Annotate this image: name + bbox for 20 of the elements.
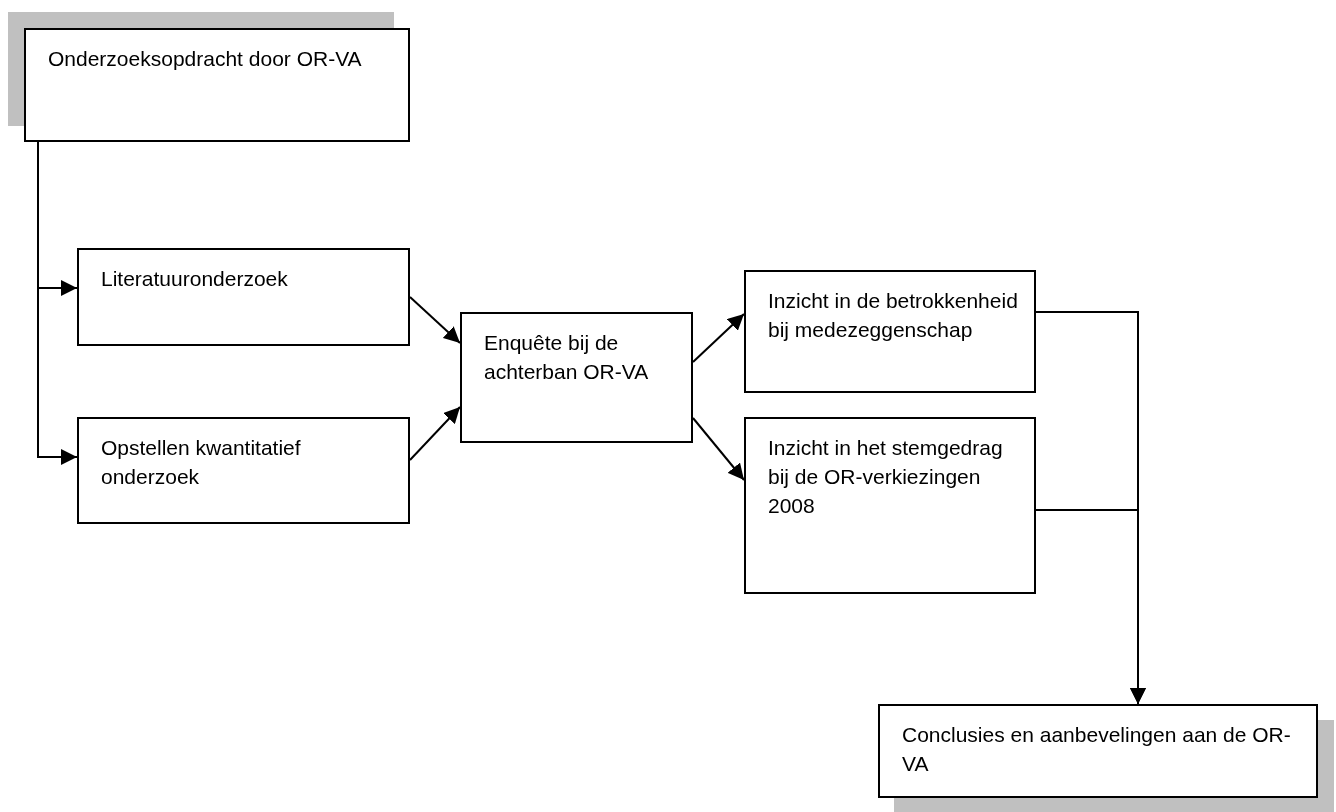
process-box (744, 417, 1036, 594)
process-box (744, 270, 1036, 393)
arrow (37, 141, 78, 465)
arrow (409, 406, 461, 461)
process-box (878, 704, 1318, 798)
arrow (409, 296, 461, 344)
box-text: Onderzoeksopdracht door OR-VA (48, 46, 363, 72)
box-text: Inzicht in het stemgedrag bij de OR-verkiezingen 2008 (768, 435, 1004, 519)
process-box (77, 248, 410, 346)
box-text: Literatuuronderzoek (101, 266, 289, 292)
box-text: Conclusies en aanbevelingen aan de OR-VA (902, 722, 1292, 777)
arrow (692, 313, 745, 363)
process-box (77, 417, 410, 524)
box-text: Inzicht in de betrokkenheid bij medezeggenschap (768, 288, 1019, 343)
process-box (24, 28, 410, 142)
arrow (1035, 509, 1146, 705)
box-text: Enquête bij de achterban OR-VA (484, 330, 650, 385)
box-text: Opstellen kwantitatief onderzoek (101, 435, 302, 490)
process-box (460, 312, 693, 443)
arrow (692, 417, 745, 481)
